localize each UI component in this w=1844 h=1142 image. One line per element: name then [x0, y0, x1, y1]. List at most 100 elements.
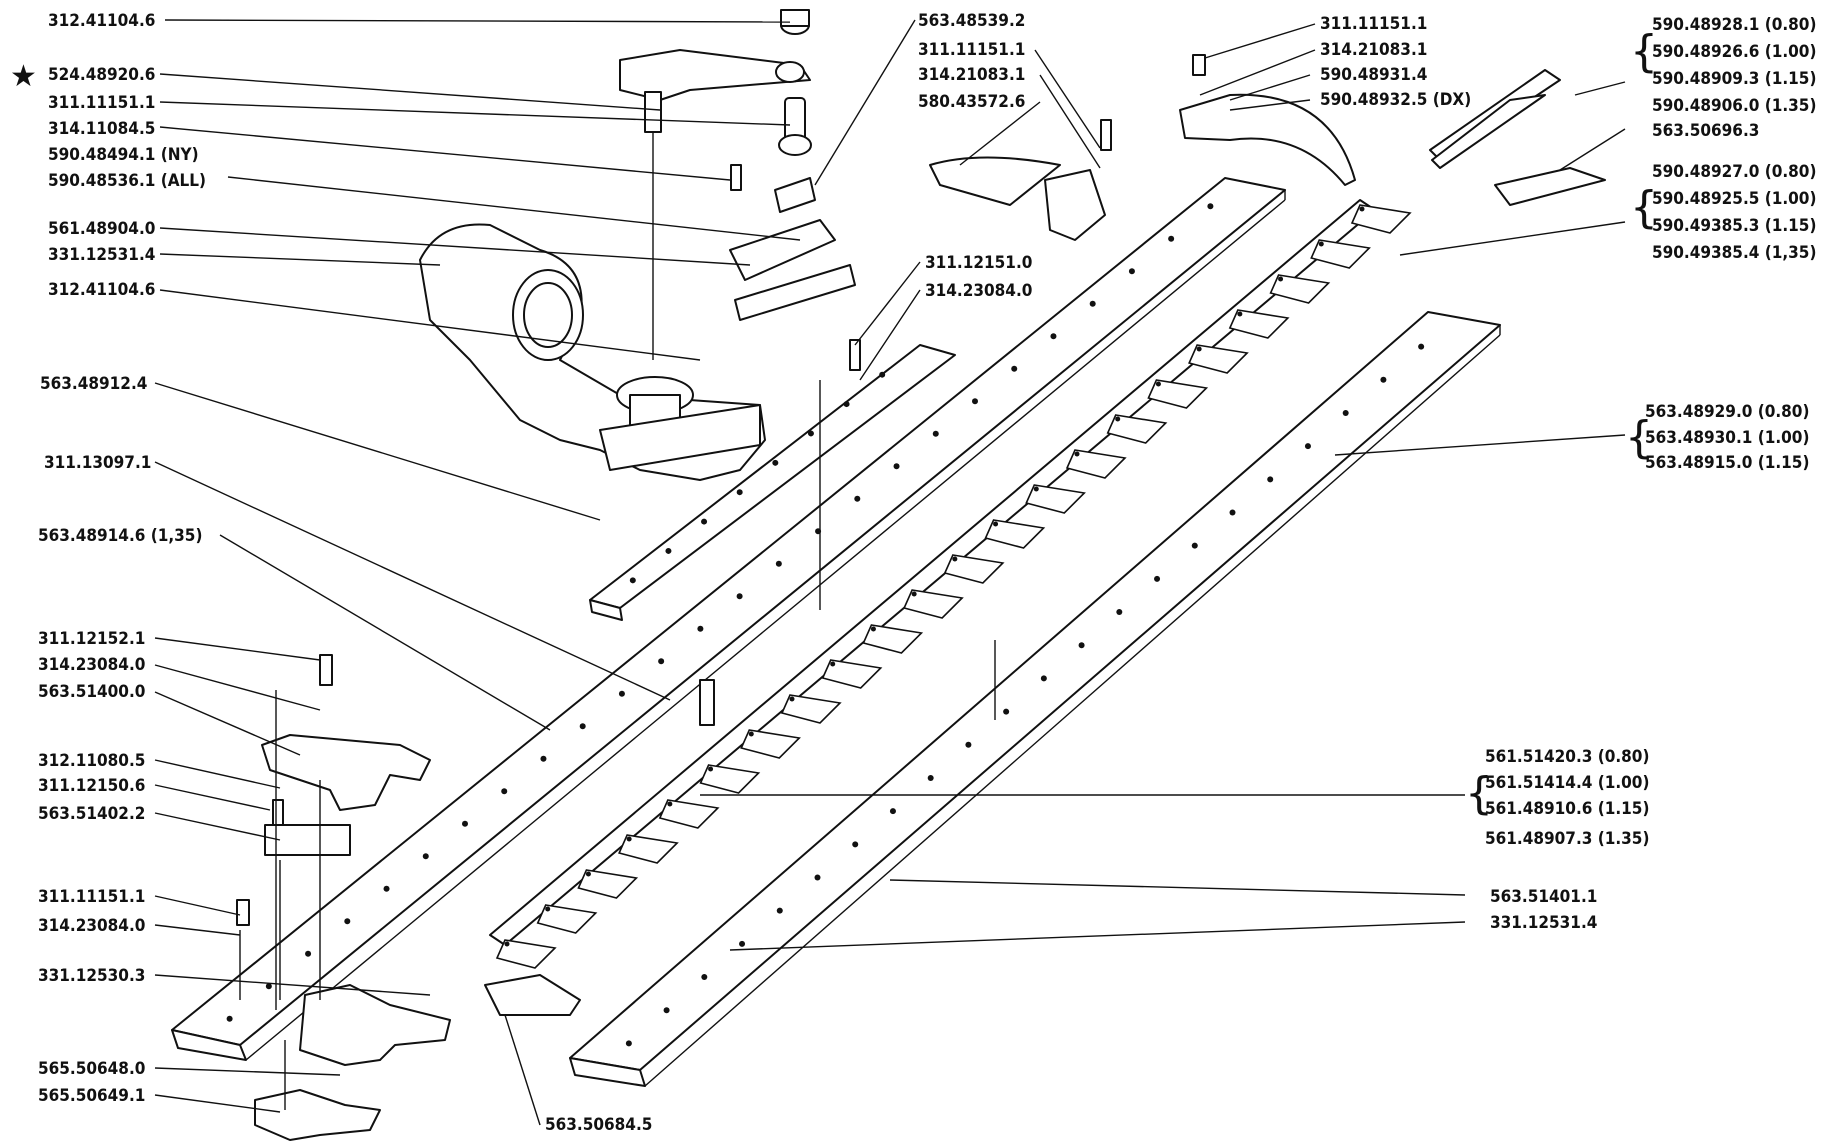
part-labels: 312.41104.6 ★ 524.48920.6 311.11151.1 31… — [10, 11, 1816, 1135]
label-knife-3: 561.48907.3 (1.35) — [1485, 829, 1649, 849]
rivet-hole — [748, 731, 754, 737]
bar-hole — [807, 430, 814, 437]
label-left-3: 314.11084.5 — [48, 119, 155, 139]
bar-hole — [889, 808, 896, 815]
bar-hole — [772, 459, 779, 466]
bar-hole — [739, 940, 746, 947]
label-left-2: 311.11151.1 — [48, 93, 155, 113]
bar-hole — [305, 950, 312, 957]
label-left-11: 563.48914.6 (1,35) — [38, 526, 202, 546]
knife-tooth — [1106, 414, 1168, 444]
knife-tooth — [1188, 344, 1249, 374]
brace-bar: { — [1625, 412, 1653, 463]
label-left-0: 312.41104.6 — [48, 11, 155, 31]
knife-tooth — [984, 519, 1046, 549]
rivet-hole — [952, 556, 958, 562]
label-left-14: 563.51400.0 — [38, 682, 145, 702]
knife-head-clip — [729, 177, 856, 321]
brace-guards: { — [1630, 182, 1658, 233]
bar-hole — [776, 907, 783, 914]
bar-hole — [736, 593, 743, 600]
label-left-19: 314.23084.0 — [38, 916, 145, 936]
label-blades-3: 590.48906.0 (1.35) — [1652, 96, 1816, 116]
label-guards-3: 590.49385.4 (1,35) — [1652, 243, 1816, 263]
label-bar-2: 563.48915.0 (1.15) — [1645, 453, 1809, 473]
knife-tooth — [699, 764, 761, 794]
label-knife-2: 561.48910.6 (1.15) — [1485, 799, 1649, 819]
label-guards-2: 590.49385.3 (1.15) — [1652, 216, 1816, 236]
lever-arm — [619, 9, 812, 360]
bar-hole — [618, 690, 625, 697]
bar-hole — [1207, 203, 1214, 210]
label-guards-0: 590.48927.0 (0.80) — [1652, 162, 1816, 182]
label-blade-single: 563.50696.3 — [1652, 121, 1759, 141]
bar-hole — [501, 788, 508, 795]
rivet-hole — [585, 871, 591, 877]
label-left-22: 565.50649.1 — [38, 1086, 145, 1106]
bar-hole — [701, 974, 708, 981]
bar-hole — [775, 560, 782, 567]
bar-hole — [1003, 708, 1010, 715]
rivet-hole — [1237, 311, 1243, 317]
knife-tooth — [1228, 309, 1290, 339]
rivet-hole — [789, 696, 795, 702]
brace-knife: { — [1465, 768, 1493, 819]
rivet-hole — [1196, 346, 1202, 352]
label-bar-1: 563.48930.1 (1.00) — [1645, 428, 1809, 448]
label-left-20: 331.12530.3 — [38, 966, 145, 986]
rivet-hole — [504, 941, 510, 947]
axis-lines — [239, 380, 996, 1110]
label-center-3: 580.43572.6 — [918, 92, 1025, 112]
label-topright-1: 314.21083.1 — [1320, 40, 1427, 60]
rivet-hole — [993, 521, 999, 527]
label-topright-2: 590.48931.4 — [1320, 65, 1427, 85]
rivet-hole — [626, 836, 632, 842]
bar-hole — [625, 1040, 632, 1047]
support-bar — [589, 344, 956, 621]
knife-tooth — [1310, 239, 1371, 269]
bar-hole — [701, 518, 708, 525]
knife-tooth — [1350, 204, 1412, 234]
label-bar-0: 563.48929.0 (0.80) — [1645, 402, 1809, 422]
bar-hole — [226, 1015, 233, 1022]
gear-housing — [419, 223, 766, 481]
label-center-5: 314.23084.0 — [925, 281, 1032, 301]
rivet-hole — [1074, 451, 1080, 457]
label-knife-0: 561.51420.3 (0.80) — [1485, 747, 1649, 767]
knife-tooth — [618, 834, 679, 864]
bar-hole — [540, 755, 547, 762]
label-left-17: 563.51402.2 — [38, 804, 145, 824]
bar-hole — [1229, 509, 1236, 516]
bar-hole — [1191, 542, 1198, 549]
knife-tooth — [821, 659, 883, 689]
knife-tooth — [495, 939, 557, 969]
rivet-hole — [1278, 276, 1284, 282]
main-cutter-bar — [171, 177, 1286, 1061]
bar-hole — [1342, 409, 1349, 416]
brace-blades: { — [1630, 26, 1658, 77]
label-center-2: 314.21083.1 — [918, 65, 1025, 85]
bolts — [236, 54, 1206, 926]
bar-hole — [893, 463, 900, 470]
bar-hole — [1168, 235, 1175, 242]
label-center-4: 311.12151.0 — [925, 253, 1032, 273]
rivet-hole — [870, 626, 876, 632]
label-blades-1: 590.48926.6 (1.00) — [1652, 42, 1816, 62]
rivet-hole — [1115, 416, 1121, 422]
bar-hole — [629, 577, 636, 584]
bar-hole — [1011, 365, 1018, 372]
knife-tooth — [862, 624, 924, 654]
blade-set — [1429, 69, 1606, 206]
label-blades-2: 590.48909.3 (1.15) — [1652, 69, 1816, 89]
rivet-hole — [1318, 241, 1324, 247]
star-icon: ★ — [10, 59, 37, 94]
clamp-plate — [254, 734, 581, 1141]
label-left-1: 524.48920.6 — [48, 65, 155, 85]
label-left-7: 331.12531.4 — [48, 245, 155, 265]
deflector-plate — [929, 156, 1106, 241]
bar-hole — [1116, 609, 1123, 616]
outer-shoe — [1179, 93, 1356, 186]
label-left-4: 590.48494.1 (NY) — [48, 145, 199, 165]
